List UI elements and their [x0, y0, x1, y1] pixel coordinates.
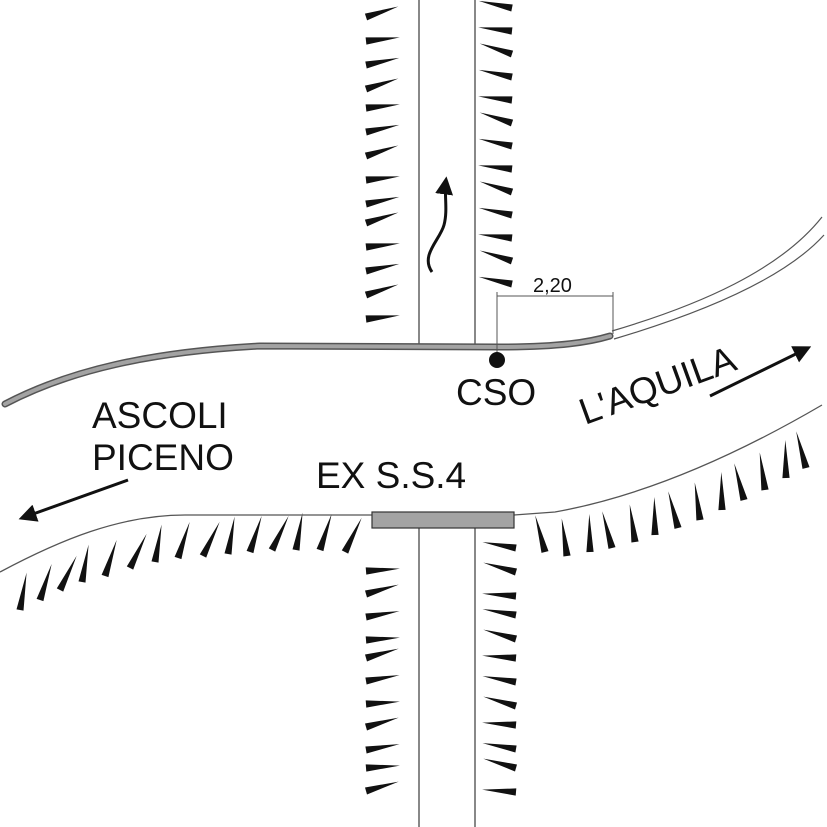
hachure-tick-icon [734, 463, 748, 501]
hachure-tick-icon [365, 176, 400, 184]
hachure-tick-icon [483, 629, 517, 643]
hachure-tick-icon [759, 452, 769, 491]
hachure-tick-icon [478, 0, 513, 12]
hachure-tick-icon [479, 250, 514, 265]
vertical-channel [418, 0, 476, 827]
road-upper-edge-right-inner [613, 234, 825, 340]
hachure-tick-icon [535, 515, 549, 553]
hachure-tick-icon [718, 472, 726, 511]
hachure-tick-icon [365, 243, 400, 251]
hachure-tick-icon [478, 69, 513, 81]
hachure-tick-icon [482, 676, 517, 686]
hachure-tick-icon [151, 524, 162, 563]
dimension-marker [496, 292, 614, 357]
hachure-tick-icon [365, 675, 400, 685]
hachure-tick-icon [602, 511, 616, 549]
hachure-tick-icon [364, 212, 399, 227]
hachure-tick-icon [482, 788, 517, 796]
hachure-tick-icon [482, 609, 517, 619]
hachure-tick-icon [364, 78, 399, 93]
hachure-tick-icon [365, 37, 400, 45]
hachure-tick-icon [174, 521, 190, 560]
hachure-tick-icon [101, 539, 117, 578]
hachure-tick-icon [78, 544, 89, 583]
label-cso: CSO [456, 372, 536, 413]
curved-arrow-up-icon [426, 176, 454, 273]
label-laquila: L'AQUILA [574, 338, 742, 433]
arrow-right-up-icon [709, 346, 812, 398]
road-upper-edge-right [611, 216, 823, 332]
hachure-tick-icon [56, 555, 77, 592]
hachure-tick-icon [479, 43, 514, 58]
hachure-tick-icon [796, 431, 810, 469]
embankment-hachures [16, 0, 810, 796]
hachure-tick-icon [629, 504, 639, 543]
hachure-tick-icon [651, 497, 659, 536]
hachure-tick-icon [365, 584, 399, 598]
hachure-tick-icon [365, 636, 400, 644]
hachure-tick-icon [365, 196, 400, 208]
hachure-tick-icon [586, 514, 594, 553]
hachure-tick-icon [365, 781, 399, 795]
hachure-tick-icon [478, 27, 513, 35]
road-upper-curb-fill [3, 334, 612, 406]
hachure-tick-icon [483, 758, 517, 772]
culvert-slab [371, 511, 515, 529]
hachure-tick-icon [365, 57, 400, 69]
label-ascoli: ASCOLI [92, 395, 228, 436]
hachure-tick-icon [36, 563, 52, 602]
hachure-tick-icon [482, 743, 517, 753]
hachure-tick-icon [482, 592, 517, 600]
hachure-tick-icon [199, 521, 220, 558]
road-lower-edge [0, 404, 823, 573]
hachure-tick-icon [478, 276, 513, 288]
hachure-tick-icon [479, 181, 514, 196]
hachure-tick-icon [482, 654, 517, 662]
hachure-tick-icon [246, 515, 262, 554]
hachure-tick-icon [478, 207, 513, 219]
hachure-tick-icon [268, 515, 289, 552]
hachure-tick-icon [365, 764, 400, 772]
hachure-tick-icon [365, 611, 400, 621]
hachure-tick-icon [16, 572, 27, 611]
hachure-tick-icon [478, 96, 513, 104]
hachure-tick-icon [365, 717, 399, 731]
hachure-tick-icon [364, 145, 399, 160]
hachure-tick-icon [668, 491, 682, 529]
hachure-tick-icon [365, 315, 400, 323]
hachure-tick-icon [365, 124, 400, 136]
arrow-left-down-icon [18, 478, 129, 522]
hachure-tick-icon [365, 567, 400, 575]
hachure-tick-icon [365, 744, 400, 754]
hachure-tick-icon [694, 482, 704, 521]
hachure-tick-icon [292, 512, 303, 551]
hachure-tick-icon [364, 6, 399, 21]
hachure-tick-icon [479, 112, 514, 127]
filled-circle-icon [489, 352, 505, 368]
hachure-tick-icon [365, 648, 399, 662]
hachure-tick-icon [365, 263, 400, 275]
hachure-tick-icon [561, 518, 571, 557]
label-road-name: EX S.S.4 [316, 455, 466, 496]
hachure-tick-icon [483, 696, 517, 710]
hachure-tick-icon [478, 234, 513, 242]
hachure-tick-icon [478, 138, 513, 150]
hachure-tick-icon [482, 721, 517, 729]
hachure-tick-icon [478, 165, 513, 173]
hachure-tick-icon [482, 542, 517, 552]
hachure-tick-icon [365, 104, 400, 112]
hachure-tick-icon [365, 700, 400, 708]
hachure-tick-icon [483, 562, 517, 576]
hachure-tick-icon [341, 517, 362, 554]
hachure-tick-icon [316, 513, 332, 552]
label-piceno: PICENO [92, 437, 234, 478]
hachure-tick-icon [126, 533, 147, 570]
hachure-tick-icon [782, 440, 790, 479]
hachure-tick-icon [224, 516, 235, 555]
hachure-tick-icon [364, 284, 399, 299]
label-dimension: 2,20 [533, 275, 572, 297]
